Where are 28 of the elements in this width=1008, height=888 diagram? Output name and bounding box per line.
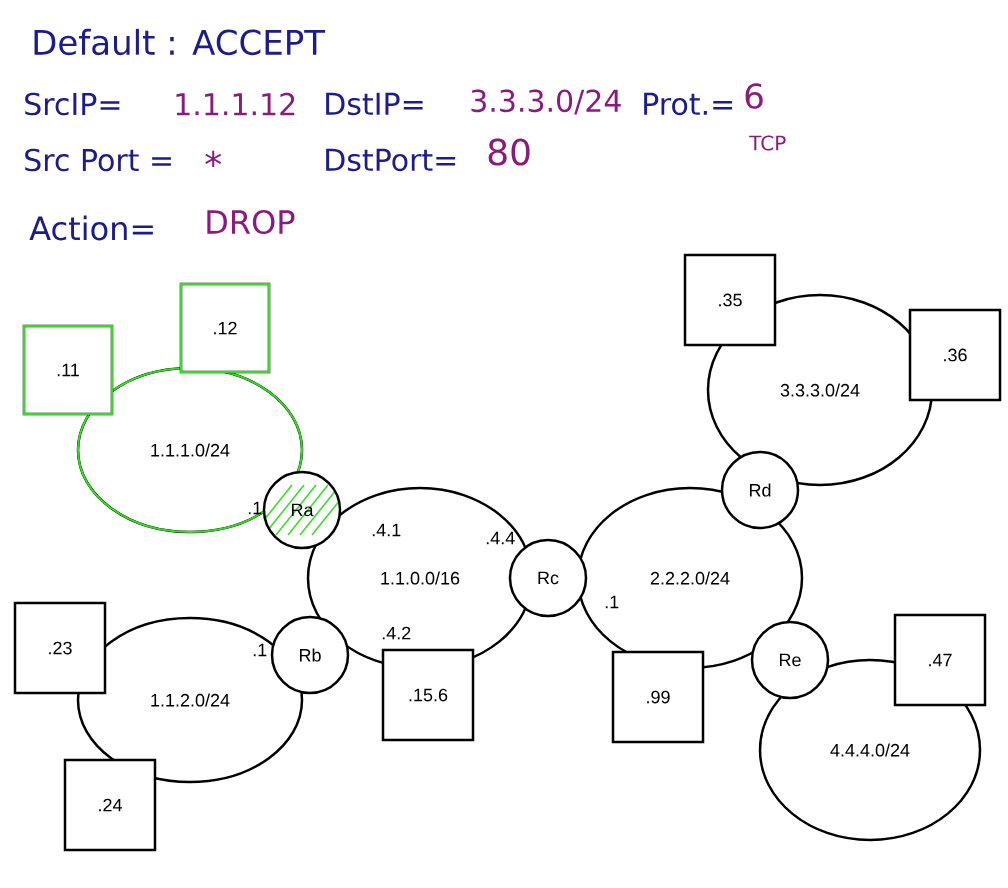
handwritten-text: 80	[488, 138, 530, 166]
handwritten-text: Prot.=	[644, 92, 733, 116]
handwritten-text: *	[205, 150, 222, 168]
handwritten-text: Src Port =	[25, 148, 171, 172]
handwritten-text: 6	[745, 83, 763, 109]
handwritten-text: 3.3.3.0/24	[471, 89, 621, 115]
handwritten-text: DstIP=	[326, 92, 423, 116]
host-box: .12	[179, 282, 271, 374]
interface-label: .1	[605, 595, 619, 609]
interface-label: .4.2	[382, 626, 411, 640]
host-box: .24	[63, 758, 157, 852]
handwritten-text: DstPort=	[326, 148, 456, 172]
host-box: .47	[893, 613, 987, 707]
handwritten-text: Default : ACCEPT	[34, 28, 326, 56]
host-box: .99	[611, 650, 705, 744]
host-box: .11	[22, 324, 114, 416]
interface-label: .4.1	[372, 523, 401, 537]
interface-label: .1	[253, 643, 267, 657]
handwritten-text: SrcIP=	[25, 92, 120, 116]
handwritten-text: 1.1.1.12	[176, 92, 295, 116]
host-box: .35	[683, 253, 777, 347]
handwritten-text: Action=	[29, 215, 153, 241]
handwritten-text: DROP	[207, 209, 295, 235]
handwritten-text: TCP	[749, 135, 786, 151]
host-box: .23	[13, 601, 107, 695]
interface-label: .1	[248, 501, 262, 515]
host-box: .36	[908, 308, 1002, 402]
host-box: .15.6	[381, 648, 475, 742]
